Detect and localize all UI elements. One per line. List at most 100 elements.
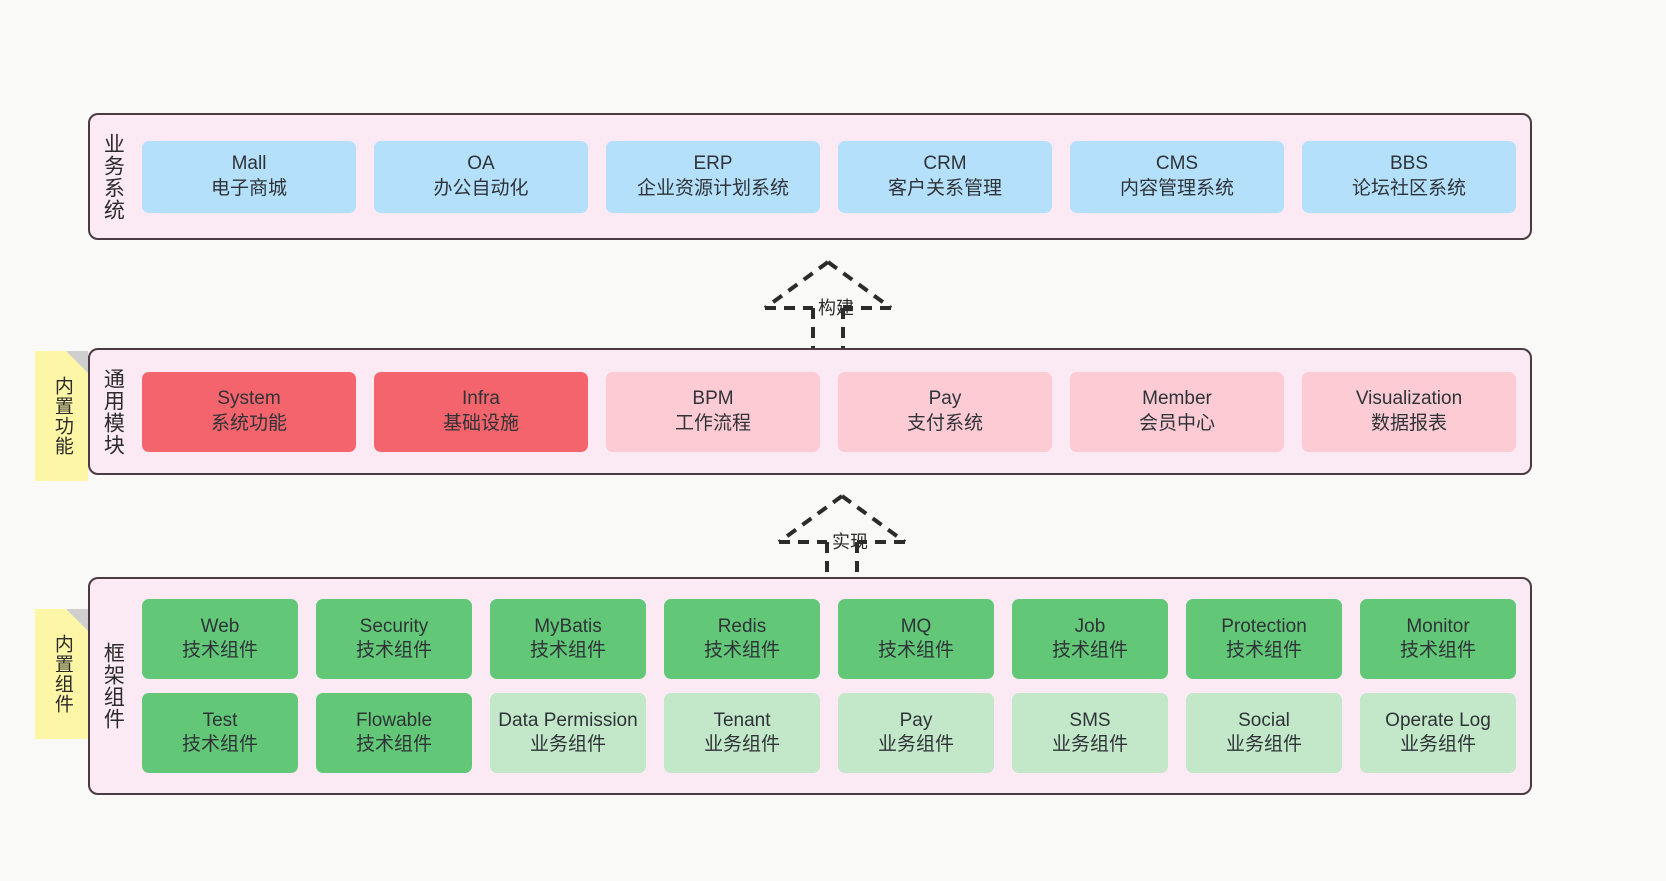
sticky-note-builtin-functions: 内置功能	[35, 351, 88, 481]
band-label-business-systems: 业务系统	[101, 132, 125, 221]
card-subtitle: 技术组件	[355, 640, 432, 661]
card-test[interactable]: Test 技术组件	[142, 693, 298, 773]
card-member[interactable]: Member 会员中心	[1070, 371, 1284, 452]
card-title: SMS	[1069, 709, 1111, 731]
band-label-common-modules: 通用模块	[101, 367, 125, 456]
card-title: BPM	[692, 388, 734, 410]
card-mq[interactable]: MQ 技术组件	[838, 599, 994, 679]
card-bbs[interactable]: BBS 论坛社区系统	[1302, 140, 1516, 213]
card-subtitle: 技术组件	[529, 640, 606, 661]
card-system[interactable]: System 系统功能	[142, 371, 356, 452]
card-security[interactable]: Security 技术组件	[316, 599, 472, 679]
card-title: CRM	[923, 153, 967, 175]
card-social[interactable]: Social 业务组件	[1186, 693, 1342, 773]
card-title: MQ	[900, 615, 932, 637]
card-subtitle: 技术组件	[181, 734, 258, 755]
card-cms[interactable]: CMS 内容管理系统	[1070, 140, 1284, 213]
card-title: Protection	[1221, 615, 1307, 637]
card-pay[interactable]: Pay 支付系统	[838, 371, 1052, 452]
generalization-arrow-implement: 实现	[772, 492, 912, 582]
card-erp[interactable]: ERP 企业资源计划系统	[606, 140, 820, 213]
card-subtitle: 技术组件	[355, 734, 432, 755]
card-subtitle: 业务组件	[1051, 734, 1128, 755]
card-tenant[interactable]: Tenant 业务组件	[664, 693, 820, 773]
card-subtitle: 内容管理系统	[1119, 177, 1234, 199]
card-title: Job	[1074, 615, 1106, 637]
card-title: System	[217, 388, 281, 410]
card-title: OA	[467, 153, 495, 175]
band-business-systems: 业务系统 Mall 电子商城 OA 办公自动化 ERP 企业资源计划系统 CRM…	[88, 113, 1532, 240]
card-oa[interactable]: OA 办公自动化	[374, 140, 588, 213]
connector-label-build: 构建	[818, 298, 854, 318]
card-subtitle: 数据报表	[1370, 412, 1447, 434]
card-title: Test	[202, 709, 238, 731]
card-mybatis[interactable]: MyBatis 技术组件	[490, 599, 646, 679]
card-title: ERP	[693, 153, 733, 175]
card-mall[interactable]: Mall 电子商城	[142, 140, 356, 213]
card-title: MyBatis	[534, 615, 602, 637]
card-subtitle: 业务组件	[1399, 734, 1476, 755]
card-title: Mall	[231, 153, 267, 175]
card-pay-business[interactable]: Pay 业务组件	[838, 693, 994, 773]
card-flowable[interactable]: Flowable 技术组件	[316, 693, 472, 773]
card-subtitle: 电子商城	[210, 177, 287, 199]
card-monitor[interactable]: Monitor 技术组件	[1360, 599, 1516, 679]
arrow-shaft-implement	[777, 494, 907, 582]
band-items-business-systems: Mall 电子商城 OA 办公自动化 ERP 企业资源计划系统 CRM 客户关系…	[134, 115, 1530, 238]
page-fold-icon	[66, 351, 88, 373]
card-title: Web	[200, 615, 240, 637]
card-infra[interactable]: Infra 基础设施	[374, 371, 588, 452]
card-row: System 系统功能 Infra 基础设施 BPM 工作流程 Pay 支付系统…	[142, 371, 1516, 452]
sticky-note-builtin-components: 内置组件	[35, 609, 88, 739]
card-title: Tenant	[713, 709, 771, 731]
card-subtitle: 技术组件	[181, 640, 258, 661]
sticky-note-text: 内置组件	[51, 634, 73, 714]
card-title: Operate Log	[1385, 709, 1491, 731]
card-title: Redis	[717, 615, 767, 637]
band-common-modules: 通用模块 System 系统功能 Infra 基础设施 BPM 工作流程 Pay…	[88, 348, 1532, 475]
card-protection[interactable]: Protection 技术组件	[1186, 599, 1342, 679]
card-subtitle: 论坛社区系统	[1351, 177, 1466, 199]
card-row: Mall 电子商城 OA 办公自动化 ERP 企业资源计划系统 CRM 客户关系…	[142, 140, 1516, 213]
card-subtitle: 技术组件	[877, 640, 954, 661]
card-title: Visualization	[1355, 388, 1463, 410]
generalization-arrow-build: 构建	[758, 258, 898, 348]
card-web[interactable]: Web 技术组件	[142, 599, 298, 679]
card-row: Web 技术组件 Security 技术组件 MyBatis 技术组件 Redi…	[142, 599, 1516, 679]
card-subtitle: 系统功能	[210, 412, 287, 434]
card-title: BBS	[1389, 153, 1429, 175]
card-subtitle: 办公自动化	[433, 177, 529, 199]
card-visualization[interactable]: Visualization 数据报表	[1302, 371, 1516, 452]
card-job[interactable]: Job 技术组件	[1012, 599, 1168, 679]
card-title: Pay	[928, 388, 962, 410]
card-crm[interactable]: CRM 客户关系管理	[838, 140, 1052, 213]
card-subtitle: 技术组件	[1399, 640, 1476, 661]
card-subtitle: 会员中心	[1138, 412, 1215, 434]
band-items-framework-components: Web 技术组件 Security 技术组件 MyBatis 技术组件 Redi…	[134, 579, 1530, 793]
card-bpm[interactable]: BPM 工作流程	[606, 371, 820, 452]
card-title: Monitor	[1406, 615, 1470, 637]
card-row: Test 技术组件 Flowable 技术组件 Data Permission …	[142, 693, 1516, 773]
page-fold-icon	[66, 609, 88, 631]
card-data-permission[interactable]: Data Permission 业务组件	[490, 693, 646, 773]
card-title: Security	[359, 615, 429, 637]
card-redis[interactable]: Redis 技术组件	[664, 599, 820, 679]
band-items-common-modules: System 系统功能 Infra 基础设施 BPM 工作流程 Pay 支付系统…	[134, 350, 1530, 473]
card-subtitle: 客户关系管理	[887, 177, 1002, 199]
card-subtitle: 基础设施	[442, 412, 519, 434]
card-subtitle: 技术组件	[1051, 640, 1128, 661]
card-sms[interactable]: SMS 业务组件	[1012, 693, 1168, 773]
card-subtitle: 技术组件	[703, 640, 780, 661]
band-label-framework-components: 框架组件	[101, 642, 125, 730]
card-subtitle: 技术组件	[1225, 640, 1302, 661]
card-title: Member	[1142, 388, 1212, 410]
arrow-shaft-build	[763, 260, 893, 348]
card-subtitle: 工作流程	[674, 412, 751, 434]
card-subtitle: 业务组件	[1225, 734, 1302, 755]
card-operate-log[interactable]: Operate Log 业务组件	[1360, 693, 1516, 773]
card-subtitle: 业务组件	[703, 734, 780, 755]
card-subtitle: 企业资源计划系统	[636, 177, 789, 199]
card-subtitle: 业务组件	[877, 734, 954, 755]
card-subtitle: 支付系统	[906, 412, 983, 434]
